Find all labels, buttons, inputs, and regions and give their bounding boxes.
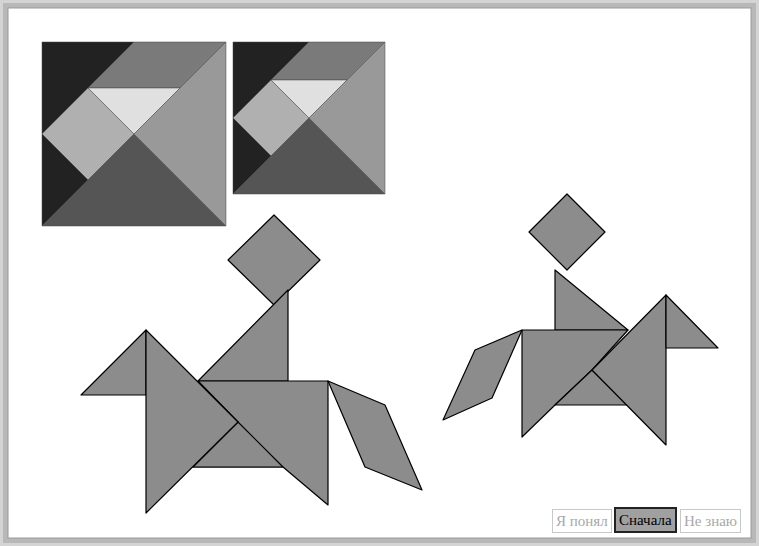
- play-area: [8, 8, 751, 538]
- menu-button: Не знаю: [680, 509, 741, 533]
- button-label: Сначала: [619, 512, 672, 528]
- tangram-square: [42, 42, 385, 226]
- window-frame: [3, 3, 756, 543]
- horseman-figure: [443, 194, 718, 445]
- button-label: Я понял: [556, 513, 608, 529]
- tangram-piece: [309, 42, 385, 194]
- menu-button: Сначала: [614, 507, 677, 533]
- menu-button: Я понял: [552, 509, 612, 533]
- horseman-figure: [81, 215, 422, 513]
- tangram-piece: [134, 42, 226, 226]
- button-label: Не знаю: [684, 513, 737, 529]
